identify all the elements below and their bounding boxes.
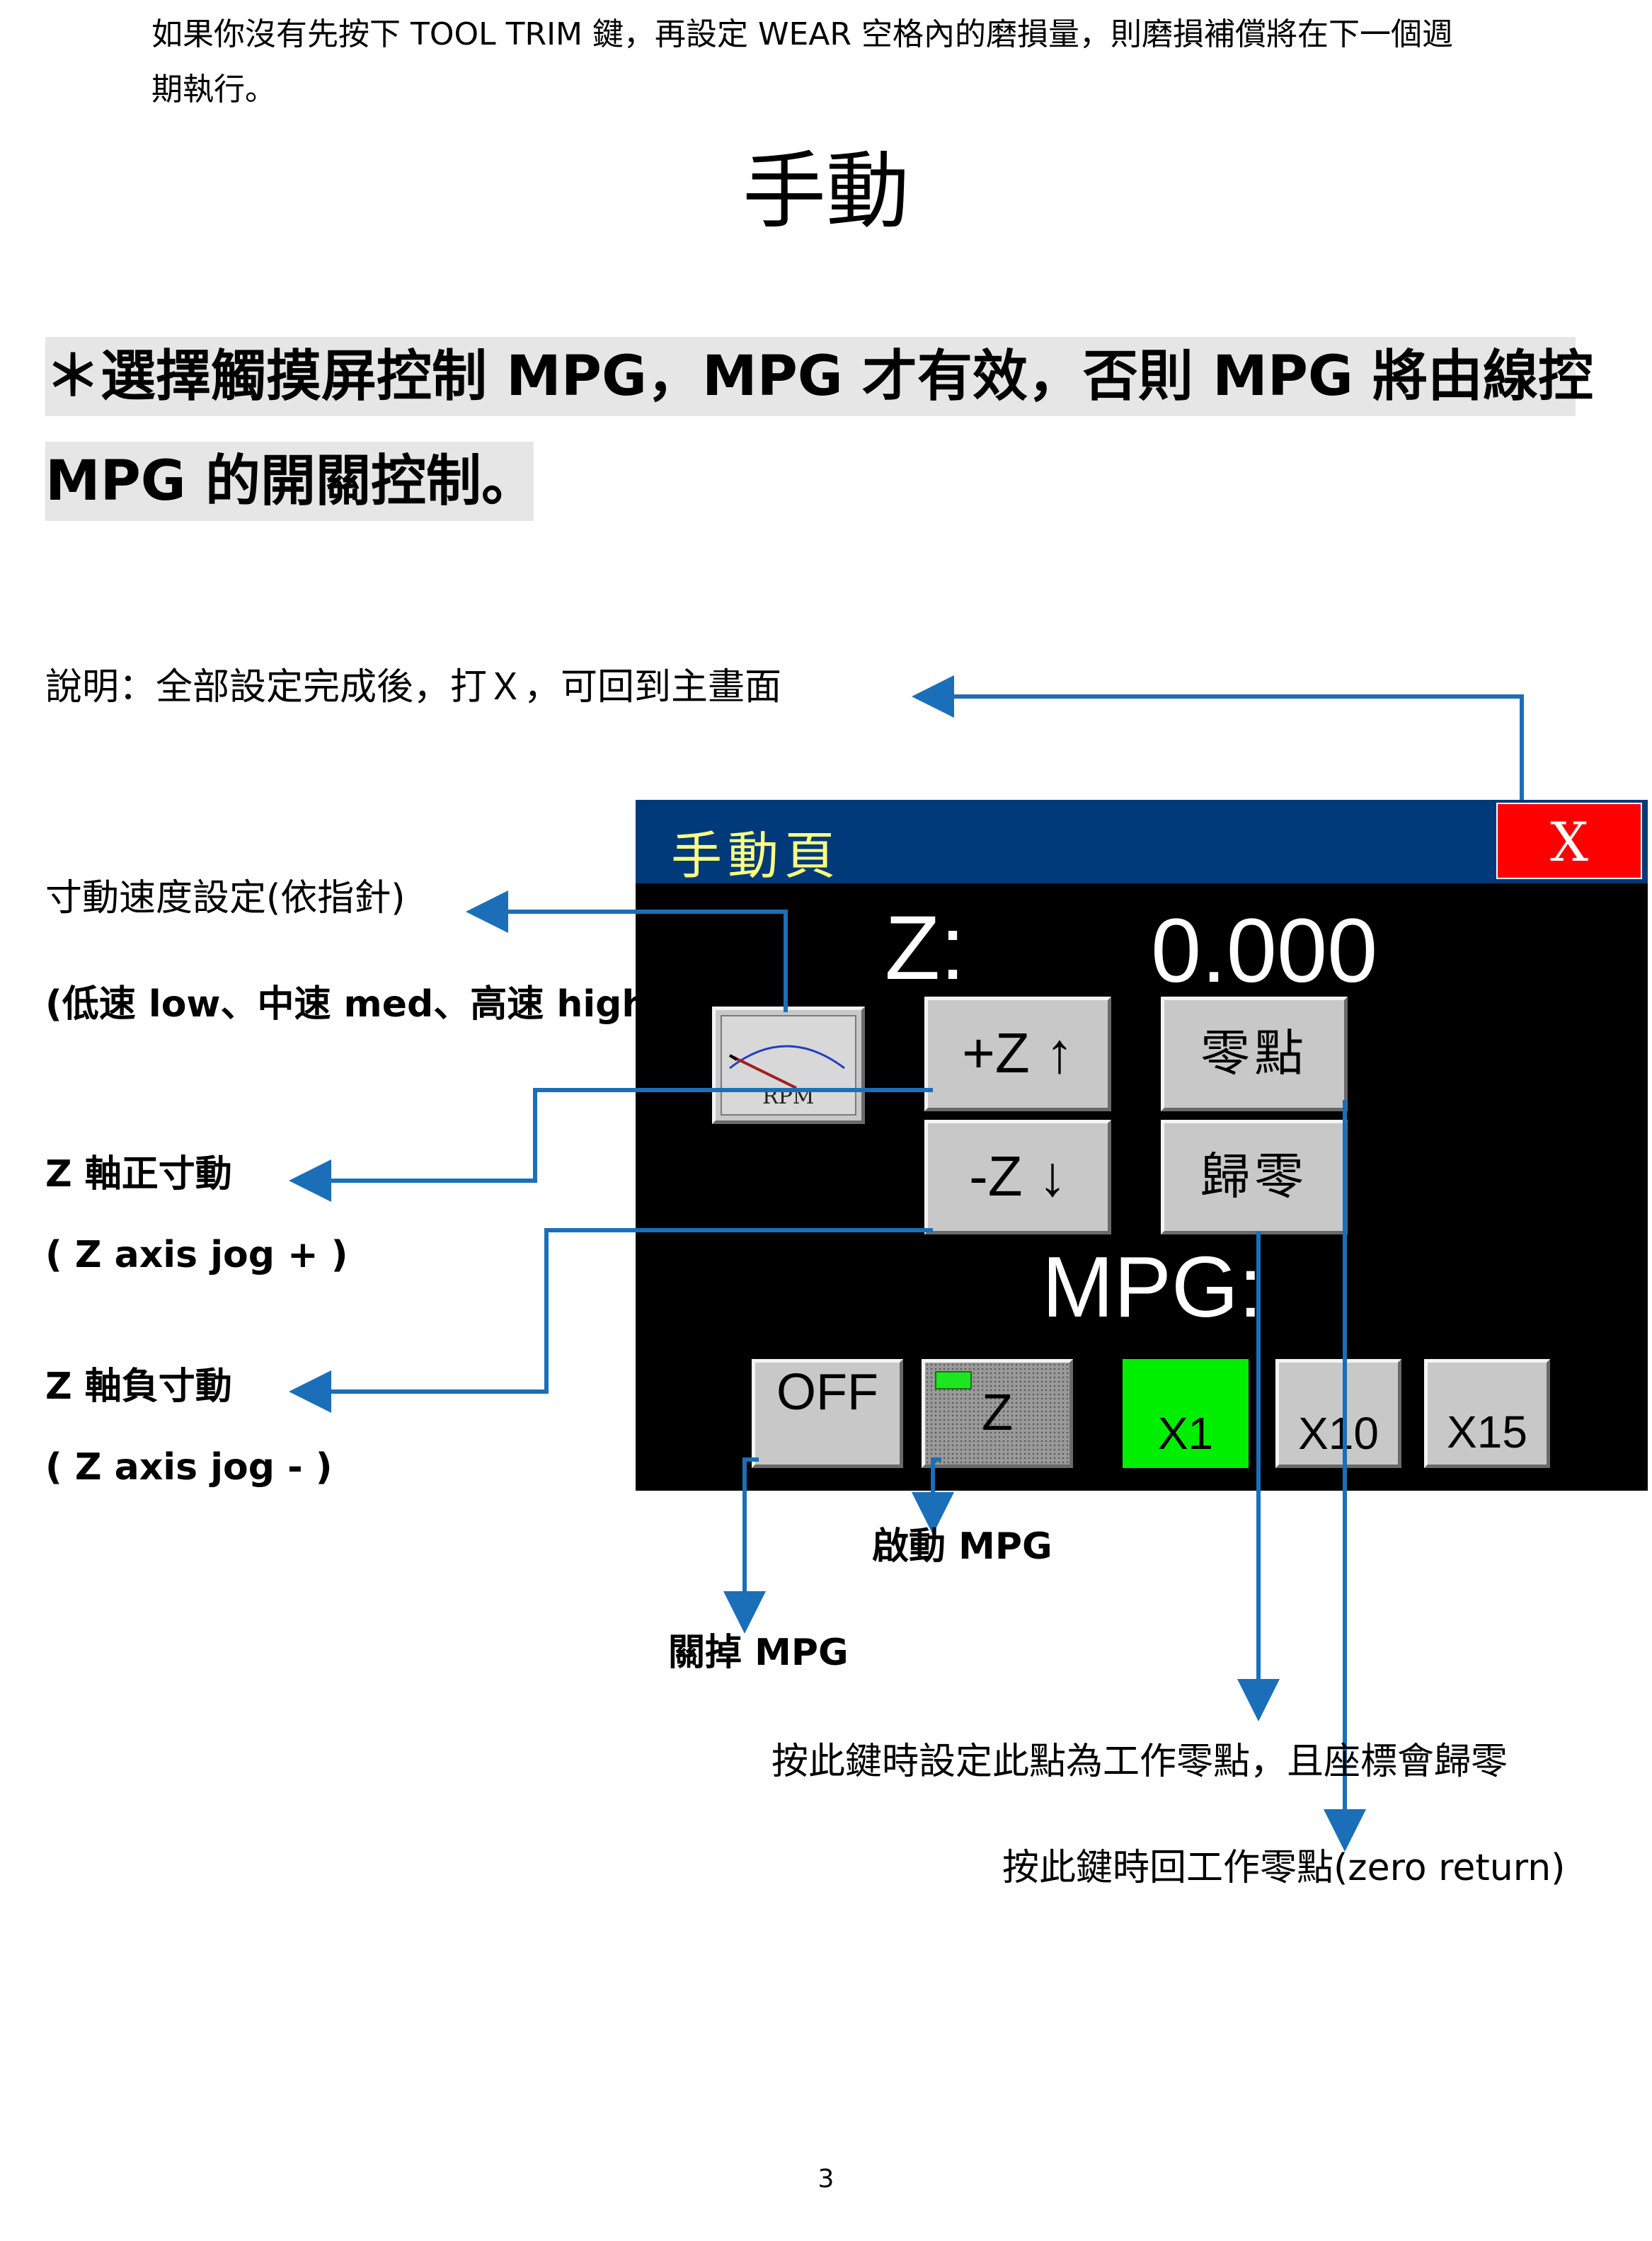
mpg-indicator-led (935, 1371, 972, 1389)
axis-label: Z: (885, 898, 965, 999)
mpg-z-button[interactable]: Z (922, 1359, 1073, 1468)
label-z-minus-cn: Z 軸負寸動 (45, 1365, 232, 1408)
mpg-z-label: Z (982, 1385, 1013, 1441)
label-jog-speed: 寸動速度設定(依指針) (45, 877, 406, 919)
note-return-main: 說明：全部設定完成後，打Ｘ，可回到主畫面 (45, 666, 782, 709)
page-number: 3 (818, 2165, 834, 2194)
mpg-label: MPG: (1042, 1239, 1263, 1335)
banner-line-1: ＊選擇觸摸屏控制 MPG，MPG 才有效，否則 MPG 將由線控 (45, 337, 1593, 416)
arrow-close-note (912, 675, 1524, 800)
arrow-z-minus (289, 1228, 933, 1413)
step-x1-button[interactable]: X1 (1123, 1359, 1249, 1468)
jog-z-plus-button[interactable]: +Z ↑ (924, 997, 1111, 1111)
label-speed-levels: (低速 low、中速 med、高速 high (45, 983, 648, 1026)
step-x10-button[interactable]: X10 (1275, 1359, 1401, 1468)
intro-paragraph: 如果你沒有先按下 TOOL TRIM 鍵，再設定 WEAR 空格內的磨損量，則磨… (151, 7, 1574, 118)
jog-speed-gauge-button[interactable]: RPM (712, 1007, 865, 1124)
arrow-mpg-on (912, 1457, 954, 1535)
manual-panel: 手動頁 X Z: 0.000 RPM +Z ↑ -Z ↓ 零點 歸零 MPG: … (636, 800, 1648, 1491)
step-x15-button[interactable]: X15 (1424, 1359, 1550, 1468)
label-z-plus-cn: Z 軸正寸動 (45, 1153, 232, 1196)
label-z-minus-en: ( Z axis jog - ) (45, 1446, 333, 1489)
close-button[interactable]: X (1496, 803, 1642, 879)
intro-line-1: 如果你沒有先按下 TOOL TRIM 鍵，再設定 WEAR 空格內的磨損量，則磨… (151, 16, 1453, 52)
arrow-z-plus (289, 1088, 933, 1202)
label-mpg-off: 關掉 MPG (668, 1632, 849, 1674)
rpm-gauge-icon: RPM (721, 1015, 856, 1116)
set-zero-button[interactable]: 零點 (1161, 997, 1348, 1111)
banner-line-2: MPG 的開關控制。 (45, 442, 537, 521)
label-set-zero: 按此鍵時設定此點為工作零點，且座標會歸零 (771, 1741, 1508, 1783)
intro-line-2: 期執行。 (151, 71, 276, 108)
arrow-mpg-off (723, 1457, 766, 1634)
label-z-plus-en: ( Z axis jog + ) (45, 1234, 348, 1276)
section-heading: 手動 (742, 142, 910, 240)
label-mpg-on: 啟動 MPG (872, 1525, 1052, 1568)
jog-z-minus-button[interactable]: -Z ↓ (924, 1120, 1111, 1234)
panel-titlebar: 手動頁 X (636, 800, 1648, 885)
mpg-off-button[interactable]: OFF (752, 1359, 903, 1468)
label-zero-return: 按此鍵時回工作零點(zero return) (1002, 1847, 1566, 1889)
panel-title: 手動頁 (671, 826, 842, 885)
axis-value: 0.000 (1151, 900, 1378, 1002)
arrow-jog-speed (466, 890, 788, 1012)
